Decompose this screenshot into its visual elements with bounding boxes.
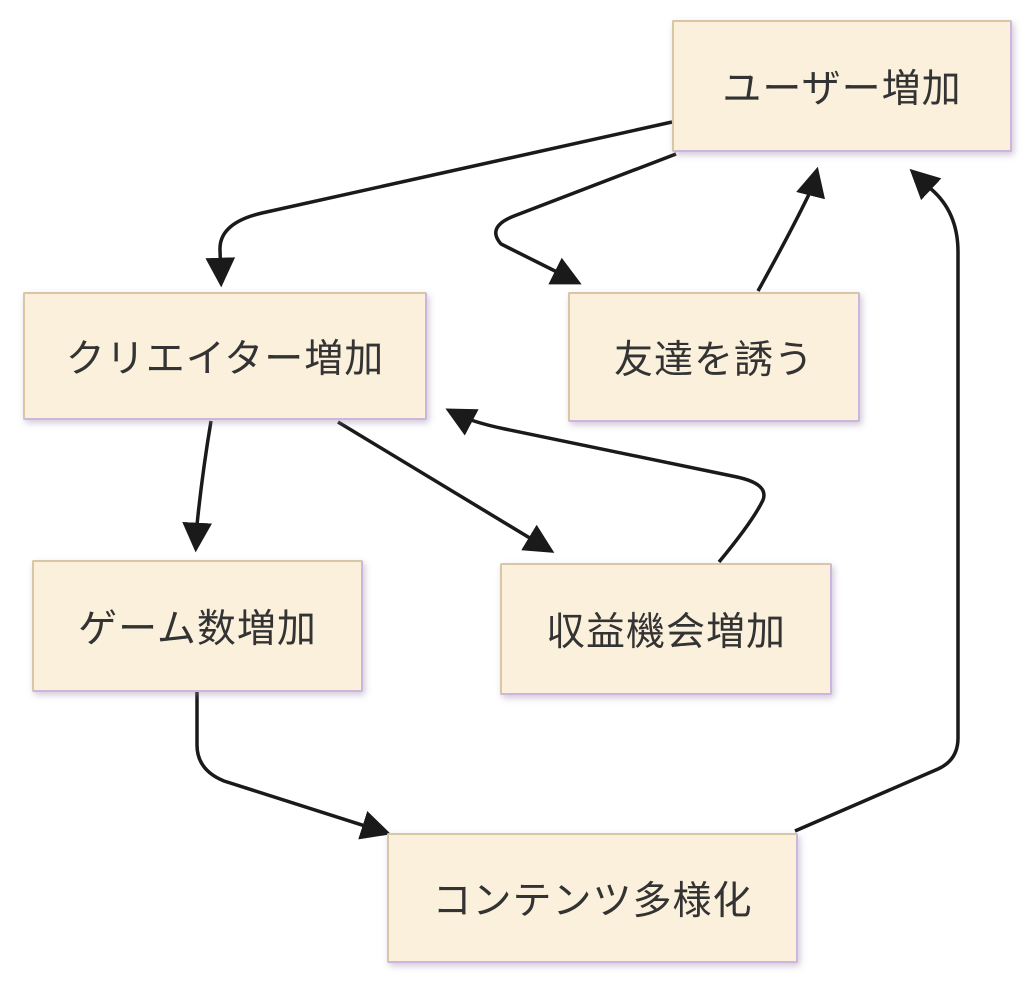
node-invite-friends-label: 友達を誘う bbox=[613, 339, 814, 382]
node-invite-friends: 友達を誘う bbox=[568, 292, 860, 422]
node-revenue-opportunity-growth: 収益機会増加 bbox=[500, 563, 832, 695]
node-game-count-growth-label: ゲーム数増加 bbox=[78, 608, 317, 651]
edge-invite-friends-to-user-growth bbox=[756, 166, 826, 292]
edge-game-count-growth-to-content-diversification bbox=[195, 692, 392, 840]
node-content-diversification: コンテンツ多様化 bbox=[387, 833, 798, 963]
node-creator-growth-label: クリエイター増加 bbox=[65, 338, 385, 381]
node-revenue-opportunity-growth-label: 収益機会増加 bbox=[545, 611, 786, 654]
node-game-count-growth: ゲーム数増加 bbox=[32, 560, 363, 692]
edge-content-diversification-to-user-growth bbox=[794, 168, 960, 833]
edge-revenue-opportunity-growth-to-creator-growth bbox=[445, 408, 766, 564]
node-creator-growth: クリエイター増加 bbox=[23, 292, 427, 420]
node-user-growth: ユーザー増加 bbox=[672, 20, 1012, 152]
edge-creator-growth-to-revenue-opportunity-growth bbox=[337, 420, 555, 553]
edge-creator-growth-to-game-count-growth bbox=[182, 420, 213, 553]
node-content-diversification-label: コンテンツ多様化 bbox=[432, 880, 753, 923]
node-user-growth-label: ユーザー増加 bbox=[722, 68, 962, 111]
edge-user-growth-to-creator-growth bbox=[205, 120, 673, 288]
edge-user-growth-to-invite-friends bbox=[494, 152, 677, 285]
